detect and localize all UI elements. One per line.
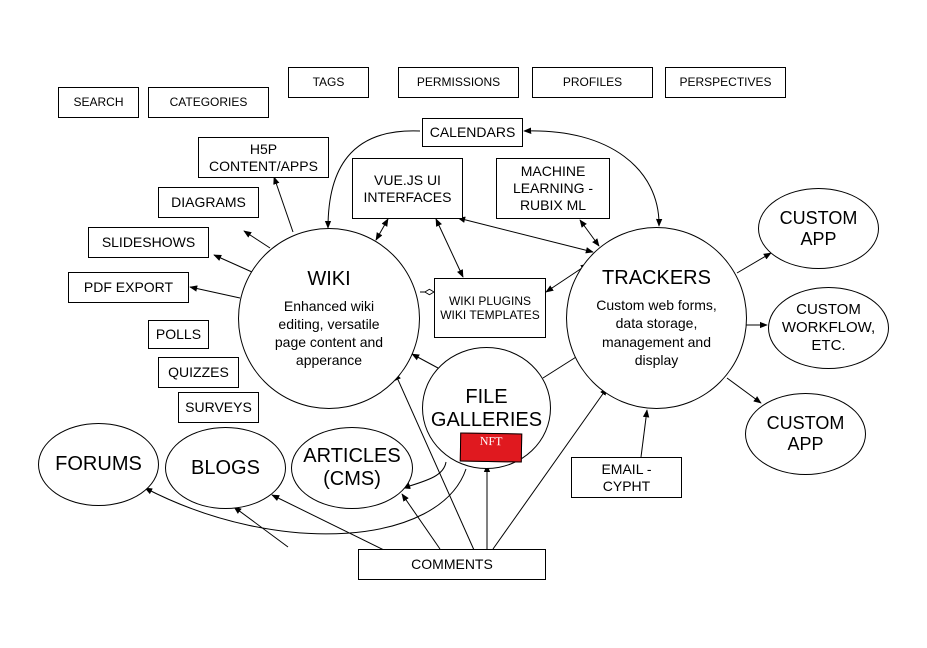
permissions-box: PERMISSIONS: [398, 67, 519, 98]
trackers-title: TRACKERS: [602, 267, 711, 290]
connector-wiki-slideshows: [213, 254, 253, 273]
categories-box: CATEGORIES: [148, 87, 269, 118]
email-cypht-box: EMAIL - CYPHT: [571, 457, 682, 498]
blogs-node: BLOGS: [165, 427, 286, 509]
wiki-description: Enhanced wiki editing, versatile page co…: [274, 297, 384, 369]
connector-wiki-h5p: [273, 176, 294, 233]
forums-node: FORUMS: [38, 423, 159, 506]
custom-workflow-node: CUSTOM WORKFLOW, ETC.: [768, 287, 889, 369]
calendars-box: CALENDARS: [422, 118, 523, 147]
connector-wiki-pdf-export: [189, 285, 241, 299]
perspectives-box: PERSPECTIVES: [665, 67, 786, 98]
connector-comments-trackers: [492, 387, 608, 550]
connector-comments-blogs-2: [271, 494, 387, 552]
file-galleries-title: FILE GALLERIES: [430, 386, 543, 431]
search-box: SEARCH: [58, 87, 139, 118]
surveys-box: SURVEYS: [178, 392, 259, 423]
diagrams-box: DIAGRAMS: [158, 187, 259, 218]
connector-files-forums: [144, 468, 467, 535]
custom-app-top-node: CUSTOM APP: [758, 188, 879, 269]
nft-badge: NFT: [459, 432, 523, 463]
slideshows-box: SLIDESHOWS: [88, 227, 209, 258]
pdf-export-box: PDF EXPORT: [68, 272, 189, 303]
connector-comments-blogs: [233, 506, 289, 548]
connector-calendars-wiki: [324, 130, 421, 229]
wiki-node: WIKI Enhanced wiki editing, versatile pa…: [238, 228, 420, 409]
wiki-title: WIKI: [307, 267, 351, 290]
connector-trackers-app-bottom: [726, 377, 762, 404]
connector-email-trackers: [640, 409, 650, 458]
connector-ml-trackers: [579, 219, 600, 247]
machine-learning-box: MACHINE LEARNING - RUBIX ML: [496, 158, 610, 219]
trackers-description: Custom web forms, data storage, manageme…: [596, 297, 717, 368]
file-galleries-node: FILE GALLERIES: [422, 347, 551, 469]
connector-calendars-trackers: [523, 127, 663, 227]
wiki-plugins-box: WIKI PLUGINS WIKI TEMPLATES: [434, 278, 546, 338]
h5p-box: H5P CONTENT/APPS: [198, 137, 329, 178]
connector-vuejs-trackers: [457, 216, 594, 254]
articles-node: ARTICLES (CMS): [291, 427, 413, 509]
connector-comments-wiki: [394, 372, 475, 551]
connector-wiki-diagrams: [243, 230, 271, 249]
connector-files-wiki: [411, 353, 439, 369]
quizzes-box: QUIZZES: [158, 357, 239, 388]
connector-trackers-app-top: [736, 252, 772, 274]
custom-app-bottom-node: CUSTOM APP: [745, 393, 866, 475]
tags-box: TAGS: [288, 67, 369, 98]
vuejs-box: VUE.JS UI INTERFACES: [352, 158, 463, 219]
connector-files-articles: [402, 461, 447, 490]
connector-vuejs-plugins: [435, 218, 464, 278]
profiles-box: PROFILES: [532, 67, 653, 98]
connector-vuejs-wiki: [375, 218, 389, 241]
polls-box: POLLS: [148, 320, 209, 349]
comments-box: COMMENTS: [358, 549, 546, 580]
trackers-node: TRACKERS Custom web forms, data storage,…: [566, 227, 747, 409]
connector-comments-articles: [401, 493, 441, 550]
